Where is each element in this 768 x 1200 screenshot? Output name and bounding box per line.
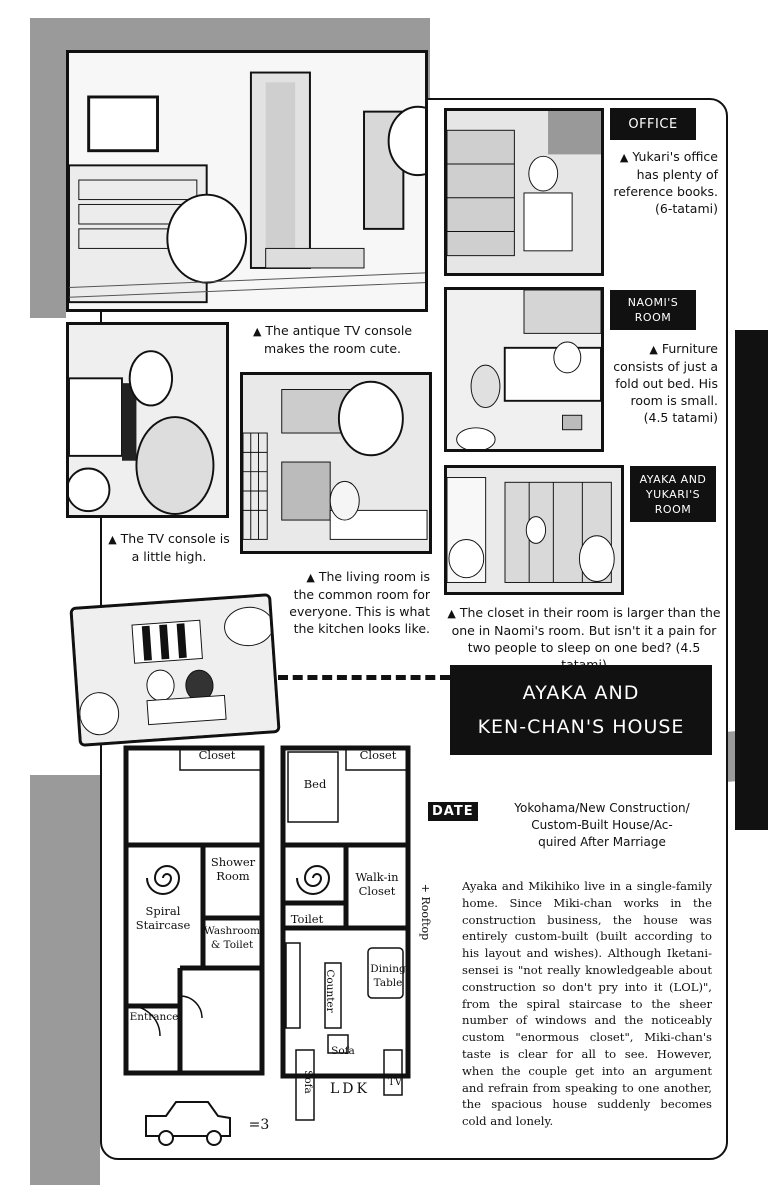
label-toilet: Toilet — [290, 912, 324, 926]
panel-tv-high — [66, 322, 229, 518]
triangle-icon: ▲ — [108, 533, 117, 546]
label-counter: Counter — [324, 969, 336, 1013]
label-bed: Bed — [303, 777, 327, 791]
caption-antique-tv: ▲The antique TV console makes the room c… — [252, 323, 413, 356]
caption-office: ▲Yukari's office has plenty of reference… — [613, 149, 718, 216]
tag-ayaka-yukari-room: AYAKA AND YUKARI'S ROOM — [630, 466, 716, 522]
label-closet-right: Closet — [359, 748, 397, 762]
floor-plan-drawing — [123, 745, 411, 1146]
panel-office — [444, 108, 604, 276]
label-spiral-staircase: Spiral Staircase — [135, 904, 191, 932]
caption-living-room: ▲The living room is the common room for … — [289, 569, 430, 636]
label-sofa-small: Sofa — [331, 1045, 355, 1057]
tag-office: OFFICE — [610, 108, 696, 140]
label-shower-room: Shower Room — [210, 855, 256, 883]
label-closet-left: Closet — [198, 748, 236, 762]
date-badge: DATE — [428, 802, 478, 821]
caption-naomi-room: ▲Furniture consists of just a fold out b… — [613, 341, 718, 425]
house-title-line2: KEN-CHAN'S HOUSE — [477, 716, 685, 738]
date-line2: Custom-Built House/Ac- — [531, 818, 673, 832]
label-ldk: LDK — [330, 1081, 370, 1097]
dashed-connector — [278, 675, 450, 680]
label-washroom: Washroom & Toilet — [204, 925, 260, 951]
label-entrance: Entrance — [129, 1011, 179, 1023]
label-car-sound: =3 — [248, 1117, 270, 1133]
triangle-icon: ▲ — [649, 343, 658, 356]
caption-tv-high: ▲The TV console is a little high. — [108, 531, 230, 564]
bg-gray-left — [30, 18, 66, 318]
date-line1: Yokohama/New Construction/ — [514, 801, 690, 815]
bg-black-right — [735, 330, 768, 830]
label-sofa-left: Sofa — [302, 1070, 314, 1094]
caption-closet-room: ▲The closet in their room is larger than… — [447, 605, 721, 672]
label-rooftop: + Rooftop — [419, 883, 432, 941]
label-tv: TV — [388, 1077, 402, 1088]
triangle-icon: ▲ — [619, 151, 629, 164]
house-title-line1: AYAKA AND — [522, 682, 640, 704]
triangle-icon: ▲ — [447, 607, 456, 620]
label-dining-table: Dining Table — [370, 963, 406, 989]
description-text: Ayaka and Mikihiko live in a single-fami… — [462, 879, 712, 1129]
date-line3: quired After Marriage — [538, 835, 666, 849]
panel-living-room — [240, 372, 432, 554]
spiral-icon — [146, 865, 331, 895]
tag-naomi-room: NAOMI'S ROOM — [610, 290, 696, 330]
panel-couple — [69, 593, 281, 747]
label-walk-in-closet: Walk-in Closet — [355, 870, 399, 898]
bg-gray-bottom — [30, 775, 100, 1185]
triangle-icon: ▲ — [306, 571, 315, 584]
date-text: Yokohama/New Construction/ Custom-Built … — [492, 800, 712, 851]
triangle-icon: ▲ — [252, 325, 262, 338]
car-icon — [145, 1101, 231, 1146]
house-title: AYAKA AND KEN-CHAN'S HOUSE — [450, 665, 712, 755]
panel-ayaka-yukari-room — [444, 465, 624, 595]
panel-tv-console — [66, 50, 428, 312]
panel-naomi-room — [444, 287, 604, 452]
